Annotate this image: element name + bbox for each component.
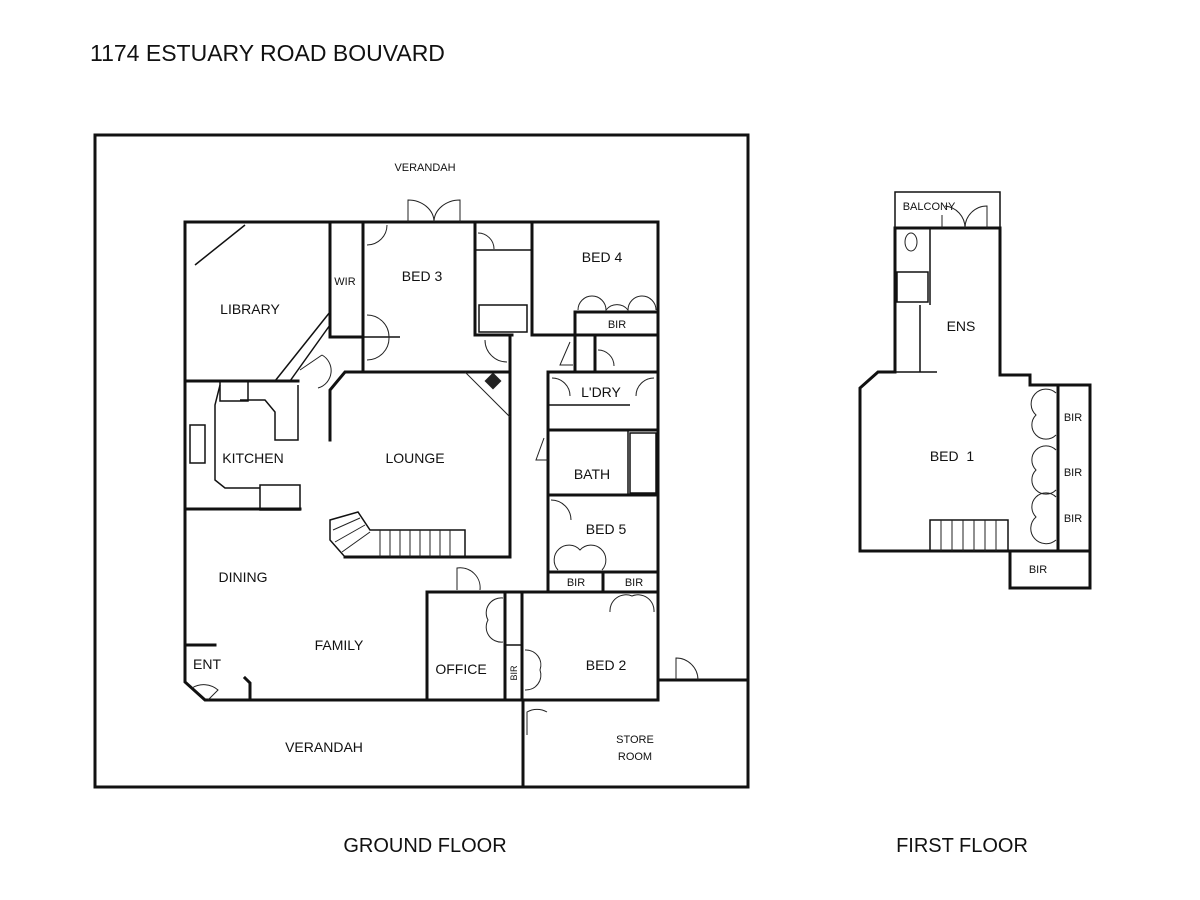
wall <box>274 311 331 382</box>
room-label-bed4: BED 4 <box>582 249 623 265</box>
kitchen-bench <box>214 384 299 489</box>
toilet-icon <box>904 232 918 252</box>
wall <box>289 324 331 382</box>
room-label-library: LIBRARY <box>220 301 280 317</box>
room-label-verandah-bottom: VERANDAH <box>285 739 363 755</box>
balcony-door-swing <box>941 205 988 229</box>
wall <box>183 643 252 702</box>
lounge-wall <box>328 370 512 559</box>
shower-icon <box>896 271 929 303</box>
room-label-bed1: BED 1 <box>930 448 975 464</box>
room-label-dining: DINING <box>219 569 268 585</box>
cooktop-icon <box>219 380 249 402</box>
stairs <box>329 511 466 558</box>
fireplace-icon <box>484 372 502 390</box>
room-label-kitchen: KITCHEN <box>222 450 283 466</box>
room-label-ensuite: ENS <box>947 318 976 334</box>
ground-floor-plan: VERANDAH LIBRARY WIR BED 3 BED 4 BIR KIT… <box>93 133 750 857</box>
room-label-bed5-bir-right: BIR <box>625 577 643 589</box>
laundry-bath-block <box>546 370 660 497</box>
office-bed2-block <box>425 590 660 702</box>
room-label-bed5-bir-left: BIR <box>567 577 585 589</box>
room-label-bir-3: BIR <box>1064 513 1082 525</box>
first-floor-plan: BALCONY ENS BED 1 BIR BIR BIR BIR FIRST … <box>858 191 1092 857</box>
room-label-bath: BATH <box>574 466 610 482</box>
room-label-bed2: BED 2 <box>586 657 627 673</box>
property-title: 1174 ESTUARY ROAD BOUVARD <box>90 40 445 66</box>
first-floor-wall <box>858 226 1060 553</box>
room-label-store-room: STORE <box>616 734 654 746</box>
room-label-store-room-2: ROOM <box>618 751 652 763</box>
fireplace-line <box>464 371 511 418</box>
room-label-laundry: L'DRY <box>581 384 621 400</box>
stairs <box>929 519 1009 552</box>
room-label-wir: WIR <box>334 276 355 288</box>
room-label-entry: ENT <box>193 656 221 672</box>
ground-floor-caption: GROUND FLOOR <box>343 835 506 857</box>
room-label-balcony: BALCONY <box>903 201 956 213</box>
room-label-office-bir: BIR <box>509 665 519 681</box>
room-label-bir-4: BIR <box>1029 564 1047 576</box>
room-label-family: FAMILY <box>315 637 364 653</box>
bir-bottom <box>1008 549 1092 590</box>
bathtub-icon <box>629 432 657 494</box>
first-floor-caption: FIRST FLOOR <box>896 835 1028 857</box>
room-label-bir-2: BIR <box>1064 467 1082 479</box>
library-window <box>194 224 246 266</box>
room-label-verandah-top: VERANDAH <box>394 162 455 174</box>
room-label-bir-1: BIR <box>1064 412 1082 424</box>
bathtub-icon <box>478 304 528 333</box>
verandah-outline <box>93 133 750 789</box>
wardrobe-door-swings <box>1030 388 1057 545</box>
fridge-icon <box>189 424 206 464</box>
door-swings <box>191 199 699 735</box>
room-label-bed3: BED 3 <box>402 268 443 284</box>
room-label-office: OFFICE <box>435 661 486 677</box>
room-label-bed5: BED 5 <box>586 521 627 537</box>
bed4-bir-wall <box>573 310 660 337</box>
room-label-lounge: LOUNGE <box>385 450 444 466</box>
sink-icon <box>259 484 301 511</box>
room-label-bed4-bir: BIR <box>608 319 626 331</box>
